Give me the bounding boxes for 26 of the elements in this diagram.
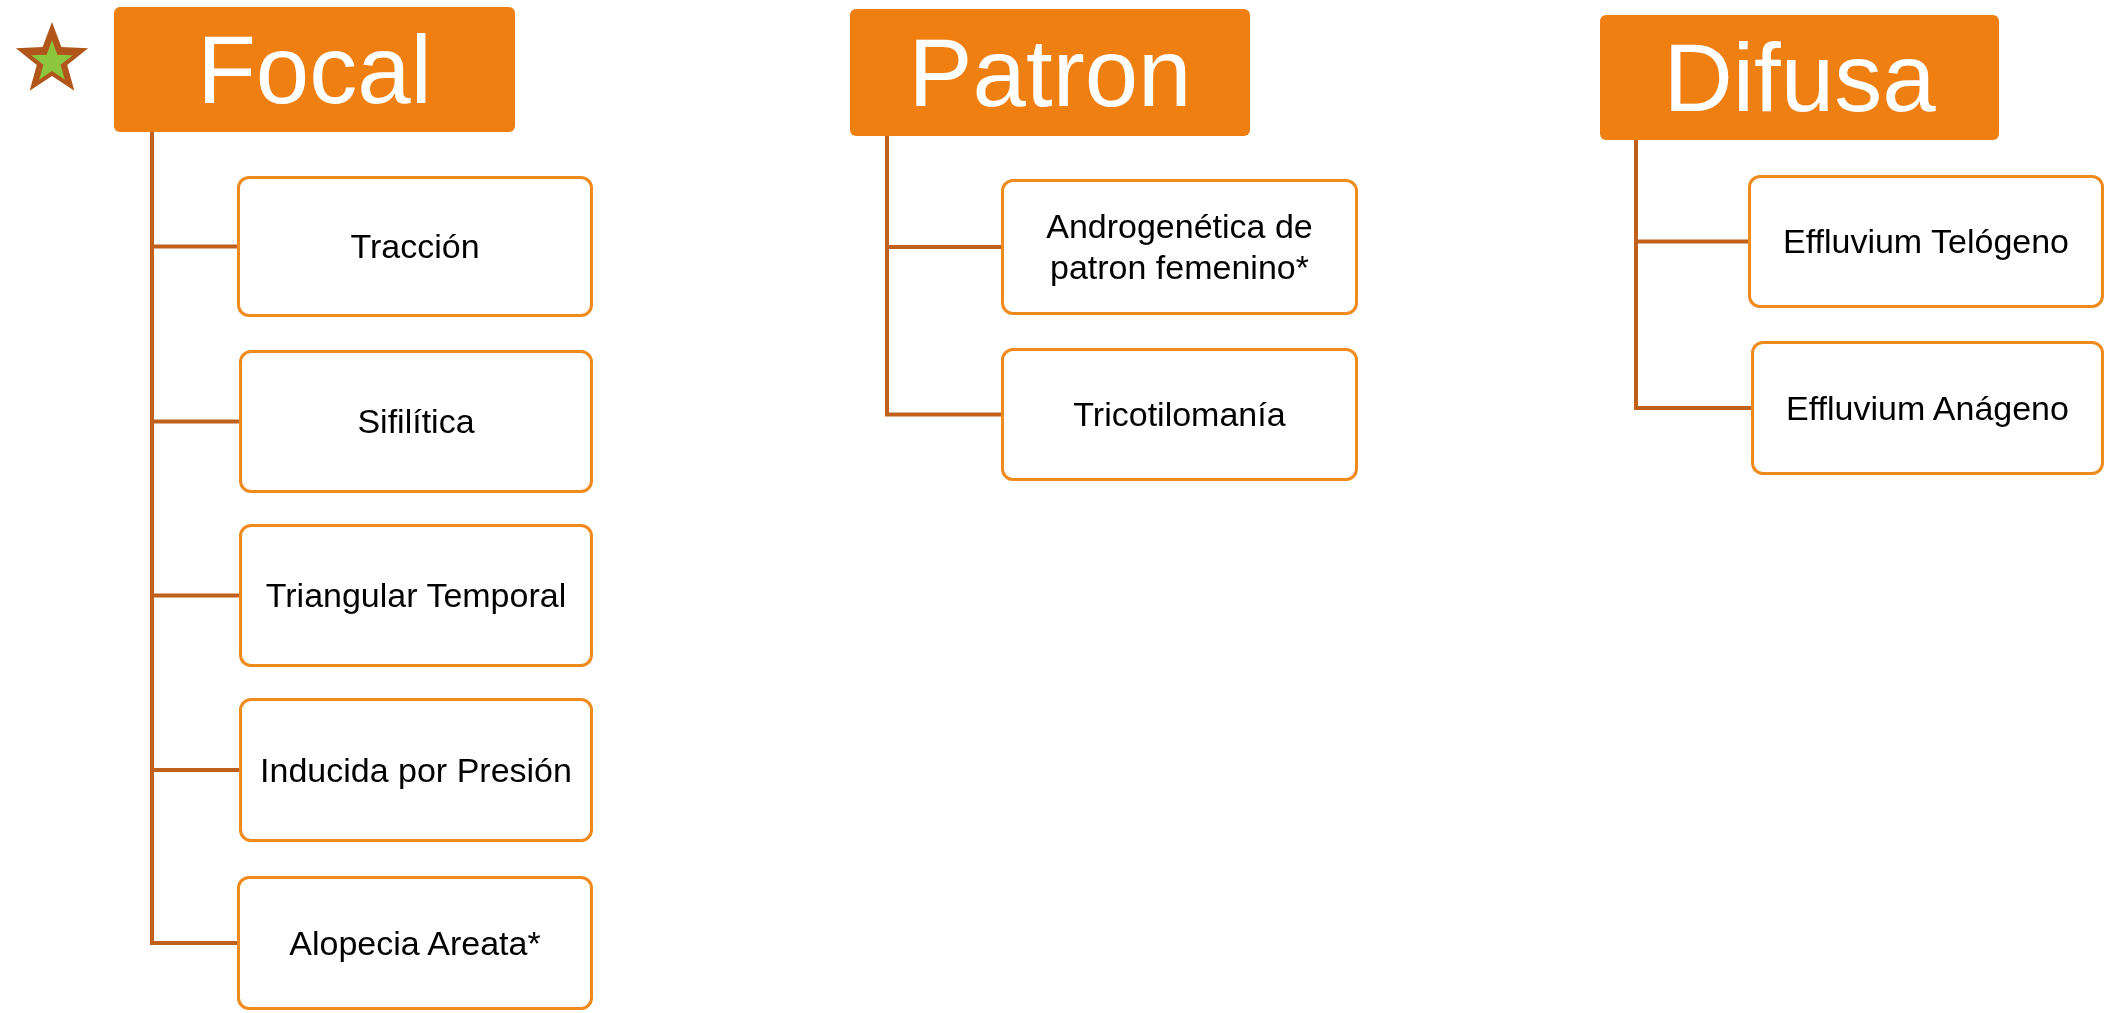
item-label: Triangular Temporal [265,575,567,616]
item-label: Androgenética de patron femenino* [1045,206,1314,288]
category-item-box [1751,341,2104,475]
category-header [1600,15,1999,140]
item-label: Alopecia Areata* [289,922,541,964]
category-header [850,9,1250,136]
item-label: Inducida por Presión [260,749,572,791]
header-text: Focal [197,14,432,125]
connector-line [885,136,1001,417]
item-label: Effluvium Anágeno [1786,387,2069,429]
item-label: Sifilítica [357,401,475,442]
connector-line [1634,140,1751,410]
category-item-box [237,876,593,1010]
category-item-box [239,524,593,667]
category-item-box [1001,179,1358,315]
header-text: Patron [908,17,1192,128]
category-item-box [239,698,593,842]
category-item-box [1748,175,2104,308]
category-header [114,7,515,132]
header-text: Difusa [1663,22,1936,133]
item-label: Effluvium Telógeno [1782,221,2069,262]
item-label: Tracción [350,226,480,267]
category-item-box [1001,348,1358,481]
category-item-box [239,350,593,493]
category-item-box [237,176,593,317]
item-label: Tricotilomanía [1073,394,1286,435]
